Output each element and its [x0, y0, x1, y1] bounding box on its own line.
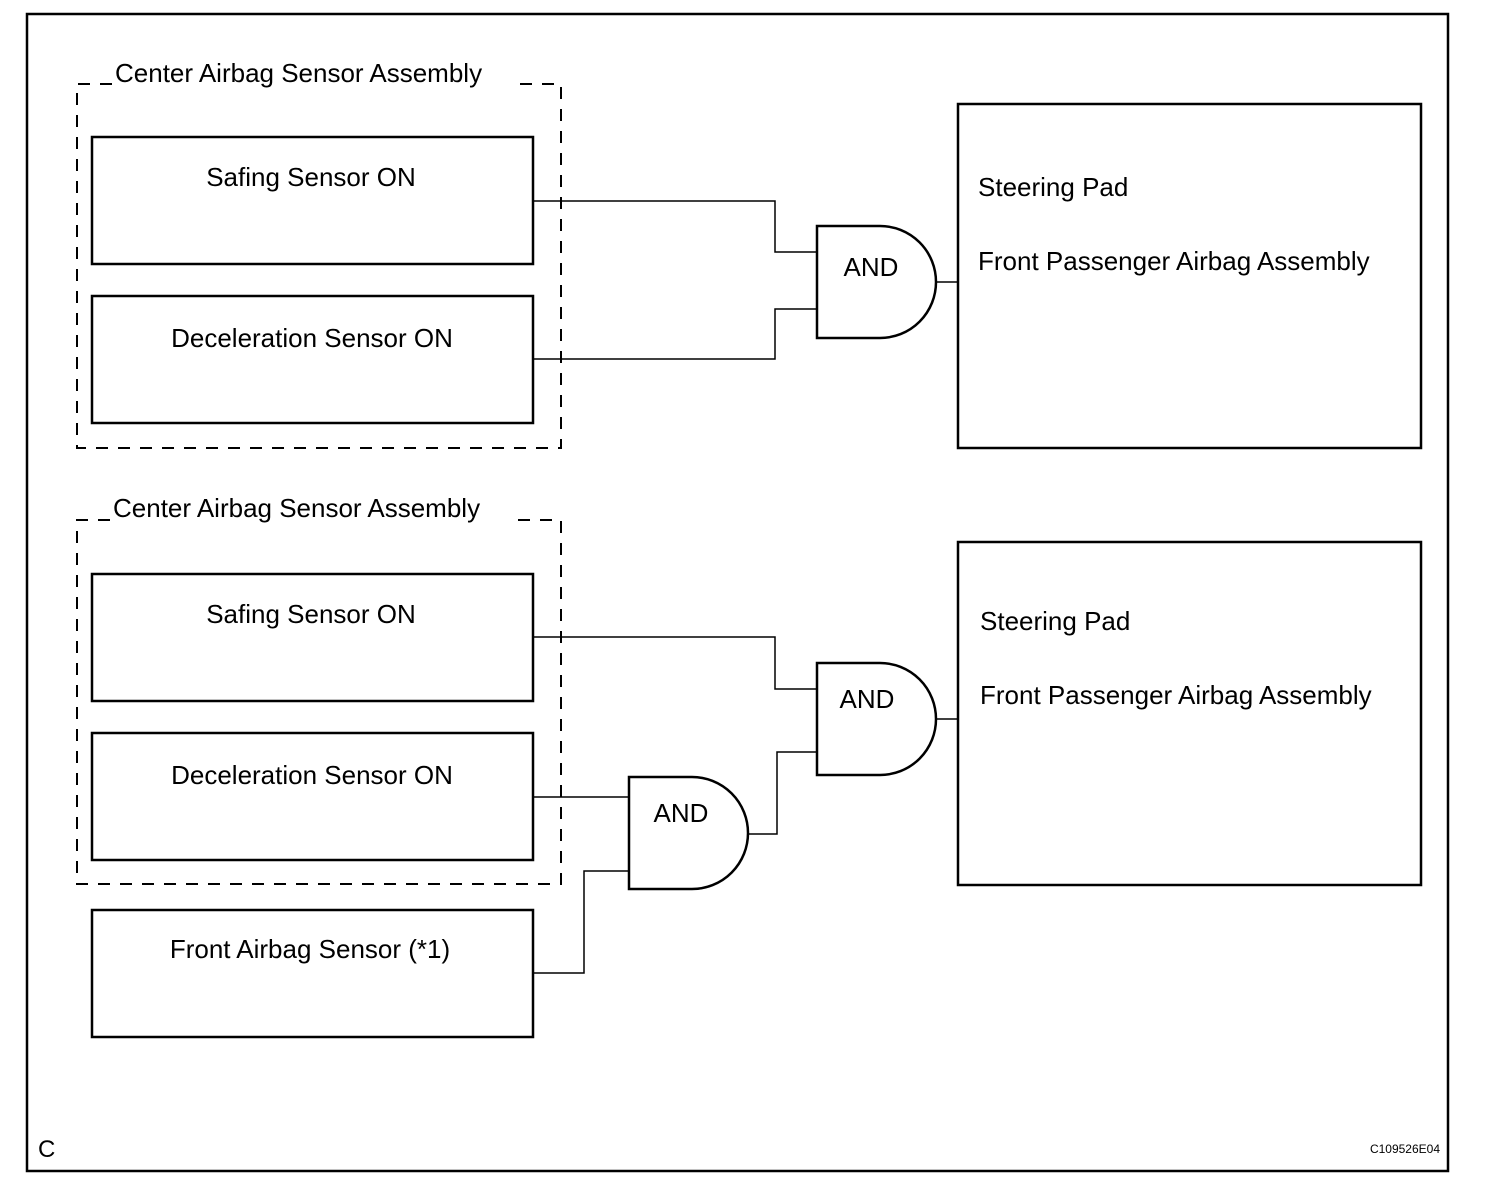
- figure-code: C109526E04: [1370, 1142, 1440, 1156]
- and-gate-main-b: [815, 661, 938, 777]
- assembly-boundary-a: [76, 83, 562, 449]
- target-passenger-airbag-b: Front Passenger Airbag Assembly: [980, 680, 1372, 710]
- and-gate-a: [815, 224, 938, 340]
- decel-sensor-label-b: Deceleration Sensor ON: [171, 760, 453, 790]
- target-steering-pad-b: Steering Pad: [980, 606, 1130, 636]
- and-gate-label-a: AND: [844, 252, 899, 282]
- target-box-a: [956, 102, 1423, 450]
- decel-sensor-box-a: [90, 294, 535, 425]
- safing-sensor-box-b: [90, 572, 535, 703]
- diagram-a: Center Airbag Sensor Assembly Safing Sen…: [76, 58, 1423, 450]
- diagram-b: Center Airbag Sensor Assembly Safing Sen…: [76, 493, 1423, 1039]
- decel-sensor-label-a: Deceleration Sensor ON: [171, 323, 453, 353]
- wire-safing-to-gate-b: [533, 636, 817, 690]
- target-steering-pad-a: Steering Pad: [978, 172, 1128, 202]
- and-gate-sub-label-b: AND: [654, 798, 709, 828]
- wire-front-sensor-to-subgate: [533, 870, 629, 974]
- assembly-boundary-b: [76, 519, 562, 885]
- assembly-label-b: Center Airbag Sensor Assembly: [113, 493, 480, 523]
- corner-letter: C: [38, 1136, 55, 1163]
- front-airbag-sensor-box: [90, 908, 535, 1039]
- and-gate-sub-b: [627, 775, 750, 891]
- wire-decel-to-gate-a: [533, 308, 817, 360]
- safing-sensor-label-b: Safing Sensor ON: [206, 599, 416, 629]
- decel-sensor-box-b: [90, 731, 535, 862]
- target-box-b: [956, 540, 1423, 887]
- wire-subgate-to-gate-b: [749, 751, 817, 835]
- safing-sensor-label-a: Safing Sensor ON: [206, 162, 416, 192]
- front-airbag-sensor-label: Front Airbag Sensor (*1): [170, 934, 450, 964]
- and-gate-main-label-b: AND: [840, 684, 895, 714]
- outer-frame: [25, 12, 1450, 1173]
- safing-sensor-box-a: [90, 135, 535, 266]
- wire-safing-to-gate-a: [533, 200, 817, 253]
- target-passenger-airbag-a: Front Passenger Airbag Assembly: [978, 246, 1370, 276]
- assembly-label-a: Center Airbag Sensor Assembly: [115, 58, 482, 88]
